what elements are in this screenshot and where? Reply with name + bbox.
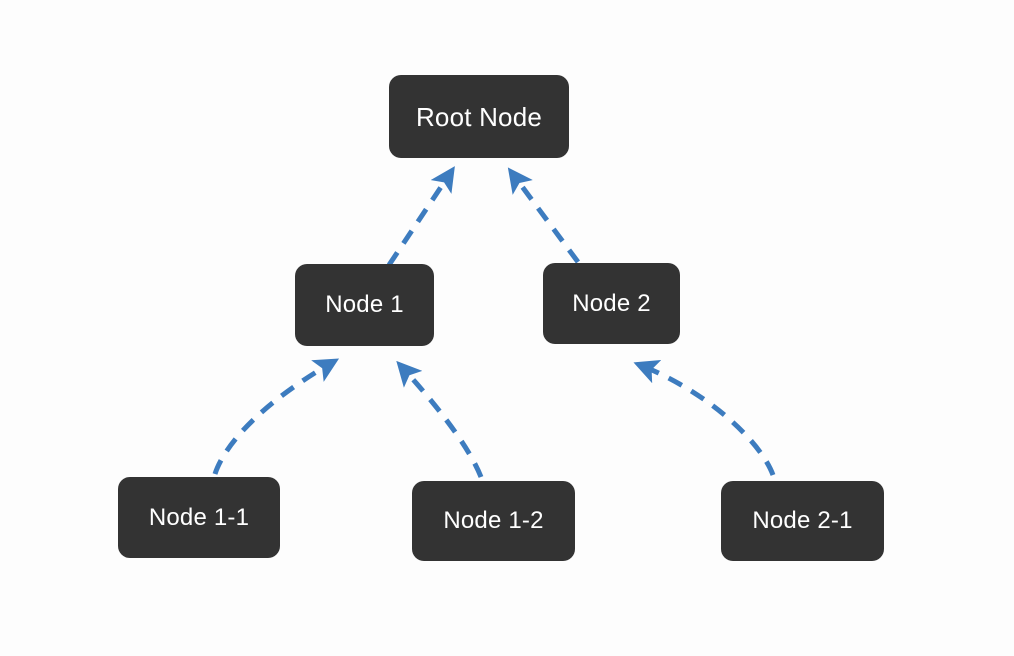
- node-node2-1[interactable]: Node 2-1: [721, 481, 884, 561]
- node-node1-1[interactable]: Node 1-1: [118, 477, 280, 558]
- node-root-label: Root Node: [415, 101, 543, 132]
- node-node1-2-label: Node 1-2: [443, 507, 544, 534]
- node-node1-1-label: Node 1-1: [148, 503, 250, 531]
- edge-node1-2-node1: [396, 360, 484, 478]
- edge-node1-1-node1: [212, 358, 340, 475]
- edge-node1-root: [386, 166, 455, 267]
- edge-node2-1-node2: [633, 359, 776, 476]
- node-node2-1-label: Node 2-1: [752, 507, 853, 534]
- node-node1-2[interactable]: Node 1-2: [412, 481, 575, 561]
- edge-node2-root: [507, 167, 581, 264]
- node-root[interactable]: Root Node: [389, 75, 569, 158]
- node-node1[interactable]: Node 1: [295, 264, 434, 346]
- node-node1-label: Node 1: [325, 291, 404, 318]
- node-node2-label: Node 2: [572, 289, 651, 317]
- node-node2[interactable]: Node 2: [543, 263, 680, 344]
